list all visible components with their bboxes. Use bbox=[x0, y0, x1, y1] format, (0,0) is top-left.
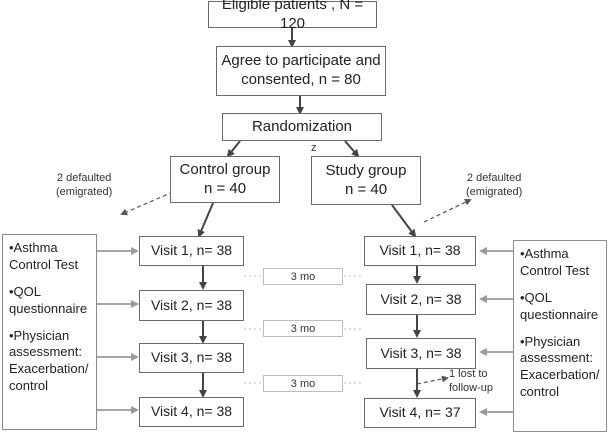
control-visit-2: Visit 2, n= 38 bbox=[139, 290, 244, 321]
right-assessment-physician: •Physician assessment: Exacerbation/ con… bbox=[520, 333, 600, 400]
study-visit-3: Visit 3, n= 38 bbox=[366, 338, 476, 369]
interval-label-2: 3 mo bbox=[263, 320, 343, 337]
control-visit-4: Visit 4, n= 38 bbox=[139, 397, 244, 427]
arrow-control-defaulted bbox=[120, 191, 174, 216]
left-assessment-act: •Asthma Control Test bbox=[9, 240, 79, 272]
study-group-count: n = 40 bbox=[344, 180, 388, 198]
study-visit-1: Visit 1, n= 38 bbox=[364, 236, 476, 266]
left-assessment-qol: •QOL questionnaire bbox=[9, 283, 88, 316]
control-visit-3-label: Visit 3, n= 38 bbox=[150, 349, 233, 366]
right-assessment-panel: •Asthma Control Test •QOL questionnaire … bbox=[513, 240, 607, 432]
randomization-label: Randomization bbox=[251, 117, 353, 135]
left-assessment-panel: •Asthma Control Test •QOL questionnaire … bbox=[2, 234, 97, 430]
control-group-box: Control group n = 40 bbox=[170, 156, 280, 203]
arrow-lost-to-follow-up bbox=[416, 375, 449, 385]
control-group-count: n = 40 bbox=[203, 179, 247, 197]
control-defaulted-line1: 2 defaulted bbox=[56, 172, 112, 184]
study-visit-4-label: Visit 4, n= 37 bbox=[379, 404, 461, 421]
control-visit-1-label: Visit 1, n= 38 bbox=[150, 242, 233, 259]
arrow-study-to-visit1 bbox=[391, 204, 417, 238]
consented-label-line1: Agree to participate and bbox=[221, 52, 381, 70]
right-assessment-qol: •QOL questionnaire bbox=[520, 289, 599, 322]
left-assessment-physician: •Physician assessment: Exacerbation/ con… bbox=[9, 327, 89, 394]
eligible-patients-box: Eligible patients , N = 120 bbox=[208, 0, 377, 32]
study-defaulted-line2: (emigrated) bbox=[466, 185, 523, 198]
right-assessment-act: •Asthma Control Test bbox=[520, 246, 590, 278]
lost-to-follow-up-line2: follow-up bbox=[449, 381, 494, 394]
control-defaulted-line2: (emigrated) bbox=[56, 185, 113, 198]
control-visit-3: Visit 3, n= 38 bbox=[139, 343, 244, 373]
z-mark: z bbox=[311, 142, 317, 154]
eligible-patients-label: Eligible patients , N = 120 bbox=[221, 0, 364, 32]
study-visit-4: Visit 4, n= 37 bbox=[364, 398, 476, 428]
control-group-label: Control group bbox=[179, 160, 271, 178]
lost-to-follow-up-note: 1 lost to follow-up bbox=[449, 368, 493, 396]
consented-box: Agree to participate and consented, n = … bbox=[216, 46, 386, 96]
study-group-box: Study group n = 40 bbox=[311, 156, 421, 205]
study-group-label: Study group bbox=[325, 161, 407, 179]
control-defaulted-note: 2 defaulted (emigrated) bbox=[56, 172, 112, 200]
arrow-to-control-group bbox=[226, 140, 241, 158]
study-defaulted-note: 2 defaulted (emigrated) bbox=[466, 172, 522, 200]
randomization-box: Randomization bbox=[222, 113, 382, 141]
control-visit-1: Visit 1, n= 38 bbox=[139, 236, 244, 266]
arrow-control-to-visit1 bbox=[197, 202, 214, 238]
interval-label-3: 3 mo bbox=[263, 375, 343, 392]
control-visit-2-label: Visit 2, n= 38 bbox=[150, 296, 233, 313]
study-visit-2-label: Visit 2, n= 38 bbox=[380, 290, 462, 307]
study-visit-2: Visit 2, n= 38 bbox=[366, 284, 476, 315]
interval-label-1: 3 mo bbox=[263, 268, 343, 285]
consented-label-line2: consented, n = 80 bbox=[241, 71, 361, 88]
study-defaulted-line1: 2 defaulted bbox=[466, 172, 522, 184]
lost-to-follow-up-line1: 1 lost to bbox=[449, 368, 488, 380]
arrow-to-study-group bbox=[344, 140, 360, 158]
control-visit-4-label: Visit 4, n= 38 bbox=[150, 403, 233, 420]
study-visit-3-label: Visit 3, n= 38 bbox=[380, 344, 462, 361]
study-visit-1-label: Visit 1, n= 38 bbox=[379, 242, 461, 259]
arrow-study-defaulted bbox=[423, 198, 472, 223]
